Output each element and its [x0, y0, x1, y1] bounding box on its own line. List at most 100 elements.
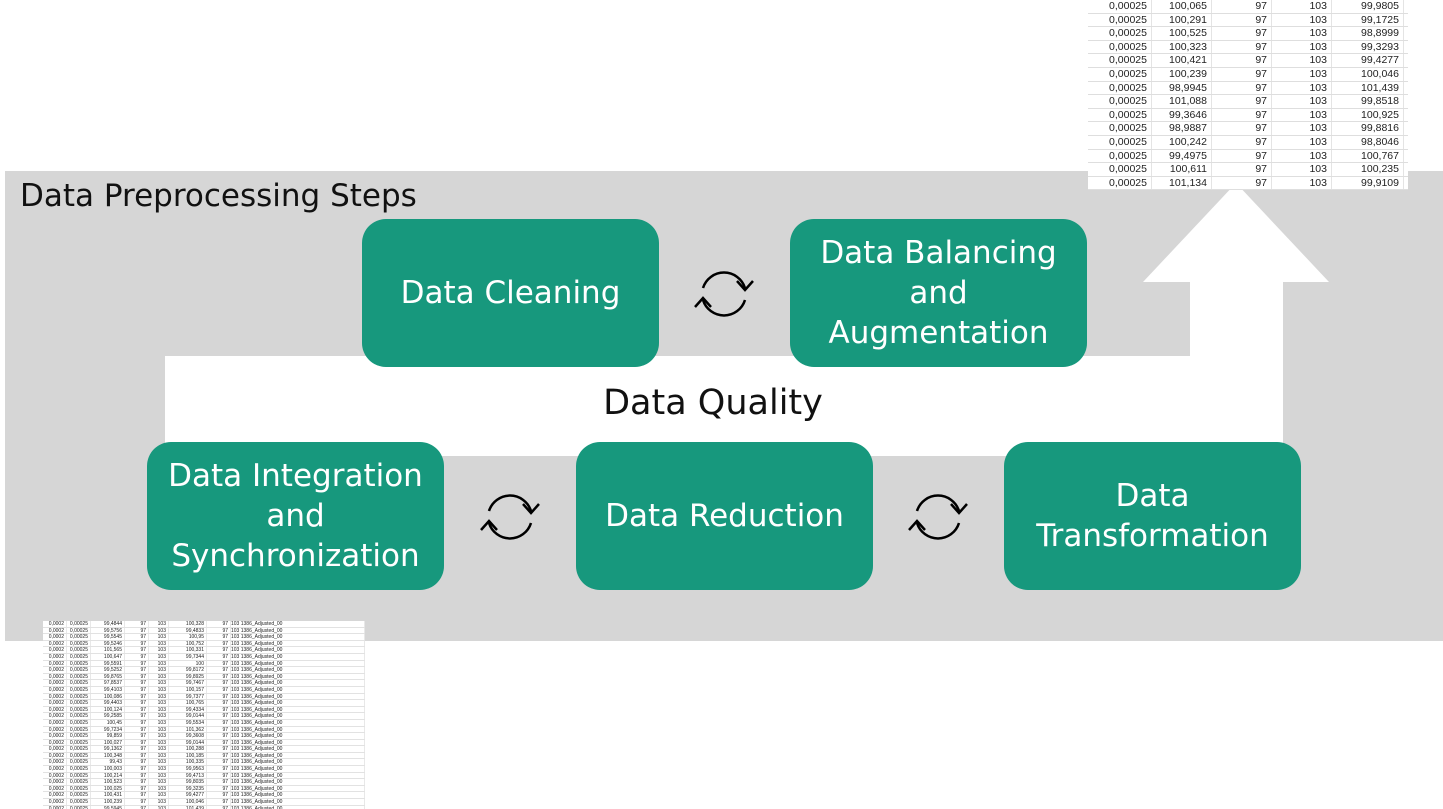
step-data-balancing: Data Balancing and Augmentation — [790, 219, 1087, 367]
table-cell: 103 1386_Adjusted_00 — [231, 680, 365, 686]
table-cell: 0,00025 — [67, 706, 91, 713]
table-cell: 97 — [1212, 149, 1272, 163]
table-cell: 0,00025 — [67, 772, 91, 779]
table-cell: 97 — [1212, 176, 1272, 190]
table-cell: 100,611 — [1152, 163, 1212, 176]
table-cell: 0,00025 — [1088, 135, 1152, 149]
table-cell: 100,235 — [1332, 163, 1404, 176]
table-cell: 99,5591 — [91, 660, 125, 667]
table-cell: 97 — [1212, 108, 1272, 122]
table-cell: 100,003 — [91, 766, 125, 772]
table-cell: 103 1386_Adjusted_00 — [231, 799, 365, 805]
table-cell: 98,9887 — [1152, 122, 1212, 135]
table-cell: 0,0002 — [43, 799, 67, 805]
table-cell: 99,8816 — [1332, 122, 1404, 135]
table-cell: 97 — [207, 746, 231, 752]
table-cell: 100,157 — [169, 686, 207, 693]
table-cell: 103 — [149, 640, 169, 647]
table-cell: 0,0002 — [43, 640, 67, 647]
table-cell: 103 — [149, 739, 169, 746]
table-cell: 103 — [149, 706, 169, 713]
table-cell: 99,7234 — [91, 726, 125, 733]
table-cell: 103 — [149, 647, 169, 653]
table-cell: 99,5252 — [91, 667, 125, 673]
table-cell: 97 — [1212, 0, 1272, 13]
table-cell: 100 — [169, 660, 207, 667]
table-cell: 97 — [125, 693, 149, 700]
table-cell: 97 — [207, 713, 231, 719]
table-cell: 0,00025 — [1088, 149, 1152, 163]
table-cell: 0,00025 — [67, 700, 91, 706]
table-cell: 97 — [1212, 27, 1272, 40]
table-cell: 0,00025 — [67, 733, 91, 739]
table-cell: 103 — [149, 686, 169, 693]
table-cell: 97 — [125, 713, 149, 719]
table-cell: 103 — [1272, 135, 1332, 149]
table-cell: 100,242 — [1152, 135, 1212, 149]
table-cell: 0,0002 — [43, 700, 67, 706]
table-cell: 103 — [1272, 122, 1332, 135]
table-cell: 100,767 — [1332, 149, 1404, 163]
table-cell: 103 — [149, 733, 169, 739]
table-cell: 97 — [207, 700, 231, 706]
table-cell: 99,5534 — [169, 719, 207, 726]
table-cell: 103 — [149, 693, 169, 700]
table-cell: 103 — [149, 634, 169, 640]
table-cell: 0,0002 — [43, 621, 67, 627]
table-cell: 99,4403 — [91, 700, 125, 706]
table-cell: 103 1386_Adjusted_00 — [231, 693, 365, 700]
table-cell: 103 1386_Adjusted_00 — [231, 752, 365, 759]
table-cell: 97 — [207, 627, 231, 634]
table-cell: 0,00025 — [1088, 108, 1152, 122]
table-cell: 97 — [125, 739, 149, 746]
table-cell: 0,0002 — [43, 719, 67, 726]
table-cell: 97 — [125, 706, 149, 713]
table-cell: 0,00025 — [67, 647, 91, 653]
table-cell: 0,00025 — [67, 726, 91, 733]
table-cell: 99,8925 — [169, 673, 207, 680]
table-cell: 99,9805 — [1332, 0, 1404, 13]
table-cell: 97 — [207, 653, 231, 660]
table-cell: 0,0002 — [43, 686, 67, 693]
table-cell: 97 — [125, 785, 149, 792]
table-cell: 0,0002 — [43, 739, 67, 746]
table-cell: 100,086 — [91, 693, 125, 700]
table-cell: 0,00025 — [67, 792, 91, 799]
table-cell: 97 — [207, 706, 231, 713]
table-cell: 100,239 — [1152, 67, 1212, 81]
table-cell: 100,523 — [91, 779, 125, 785]
table-cell: 0,00025 — [67, 785, 91, 792]
table-cell: 100,525 — [1152, 27, 1212, 40]
table-cell: 0,00025 — [1088, 54, 1152, 67]
step-data-integration: Data Integration and Synchronization — [147, 442, 444, 590]
table-cell: 99,0144 — [169, 739, 207, 746]
arrow-shaft — [1190, 280, 1283, 456]
table-cell: 103 1386_Adjusted_00 — [231, 726, 365, 733]
table-cell: 103 1386_Adjusted_00 — [231, 792, 365, 799]
table-cell: 0,00025 — [67, 779, 91, 785]
table-cell: 97 — [1212, 135, 1272, 149]
table-cell: 97 — [207, 667, 231, 673]
table-cell: 97 — [125, 640, 149, 647]
table-cell: 103 — [149, 805, 169, 809]
table-cell: 97 — [125, 759, 149, 766]
table-cell: 0,00025 — [67, 759, 91, 766]
table-cell: 100,291 — [1152, 13, 1212, 27]
table-cell: 100,323 — [1152, 40, 1212, 54]
table-cell: 99,859 — [91, 733, 125, 739]
table-cell: 99,9109 — [1332, 176, 1404, 190]
table-cell: 97 — [125, 686, 149, 693]
table-cell: 0,00025 — [67, 640, 91, 647]
table-cell: 0,00025 — [67, 627, 91, 634]
